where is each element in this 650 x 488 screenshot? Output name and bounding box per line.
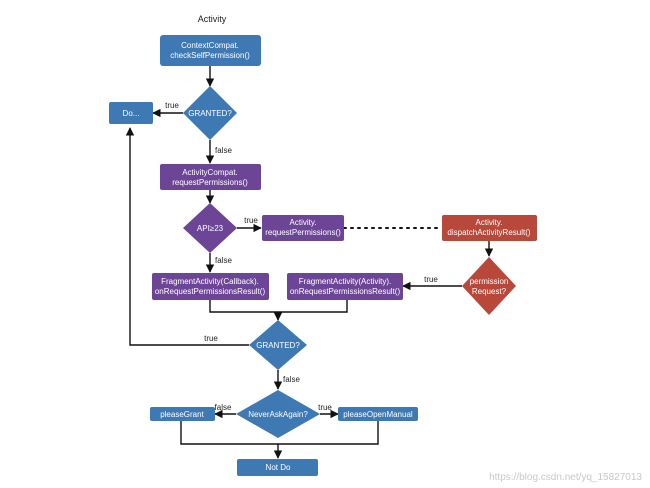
watermark-text: https://blog.csdn.net/yq_15827013: [489, 472, 642, 483]
edge-label-api-true: true: [244, 216, 258, 225]
node-please-grant: pleaseGrant: [150, 407, 215, 421]
svg-text:ActivityCompat.: ActivityCompat.: [182, 168, 238, 177]
node-granted-decision-2: GRANTED?: [249, 320, 307, 370]
svg-text:requestPermissions(): requestPermissions(): [265, 228, 341, 237]
node-permission-request-decision: permission Request?: [462, 257, 516, 315]
svg-text:GRANTED?: GRANTED?: [256, 341, 300, 350]
node-api-decision: API≥23: [183, 203, 237, 253]
svg-text:pleaseGrant: pleaseGrant: [160, 410, 204, 419]
node-activity-request-permissions: Activity. requestPermissions(): [262, 215, 344, 241]
svg-text:API≥23: API≥23: [197, 224, 224, 233]
svg-text:requestPermissions(): requestPermissions(): [172, 178, 248, 187]
node-dispatch-activity-result: Activity. dispatchActivityResult(): [442, 215, 537, 241]
svg-text:FragmentActivity(Callback).: FragmentActivity(Callback).: [161, 277, 259, 286]
edge-label-never-false: false: [215, 403, 232, 412]
edge-label-never-true: true: [318, 403, 332, 412]
node-activitycompat-request-permissions: ActivityCompat. requestPermissions(): [160, 164, 261, 190]
svg-text:Not Do: Not Do: [266, 463, 291, 472]
node-check-self-permission: ContextCompat. checkSelfPermission(): [160, 35, 261, 66]
edge-label-api-false: false: [215, 256, 232, 265]
svg-text:Activity.: Activity.: [290, 218, 317, 227]
svg-text:Do...: Do...: [123, 109, 140, 118]
svg-text:pleaseOpenManual: pleaseOpenManual: [343, 410, 413, 419]
edge-merge-bottom: [180, 421, 379, 445]
edge-label-granted2-true: true: [204, 334, 218, 343]
svg-text:checkSelfPermission(): checkSelfPermission(): [170, 51, 250, 60]
edge-merge-fragments: [209, 300, 348, 313]
svg-text:ContextCompat.: ContextCompat.: [181, 41, 239, 50]
edge-label-perm-true: true: [424, 275, 438, 284]
node-not-do: Not Do: [237, 459, 318, 476]
node-granted-decision-1: GRANTED?: [183, 86, 237, 140]
edge-label-granted1-true: true: [165, 101, 179, 110]
edge-label-granted2-false: false: [283, 375, 300, 384]
node-do: Do...: [109, 102, 153, 124]
svg-text:NeverAskAgain?: NeverAskAgain?: [248, 410, 308, 419]
node-fragment-callback-result: FragmentActivity(Callback). onRequestPer…: [152, 273, 269, 300]
svg-text:onRequestPermissionsResult(): onRequestPermissionsResult(): [155, 287, 266, 296]
diagram-title: Activity: [198, 14, 227, 24]
svg-text:GRANTED?: GRANTED?: [188, 109, 232, 118]
svg-text:onRequestPermissionsResult(): onRequestPermissionsResult(): [290, 287, 401, 296]
edge-granted2-to-do: [125, 127, 249, 346]
node-please-open-manual: pleaseOpenManual: [338, 407, 418, 421]
node-never-ask-again-decision: NeverAskAgain?: [236, 390, 320, 438]
svg-text:dispatchActivityResult(): dispatchActivityResult(): [447, 228, 530, 237]
svg-text:Activity.: Activity.: [476, 218, 503, 227]
svg-text:permission: permission: [470, 277, 509, 286]
svg-text:FragmentActivity(Activity).: FragmentActivity(Activity).: [299, 277, 391, 286]
edge-label-granted1-false: false: [215, 146, 232, 155]
svg-text:Request?: Request?: [472, 287, 507, 296]
node-fragment-activity-result: FragmentActivity(Activity). onRequestPer…: [287, 273, 403, 300]
